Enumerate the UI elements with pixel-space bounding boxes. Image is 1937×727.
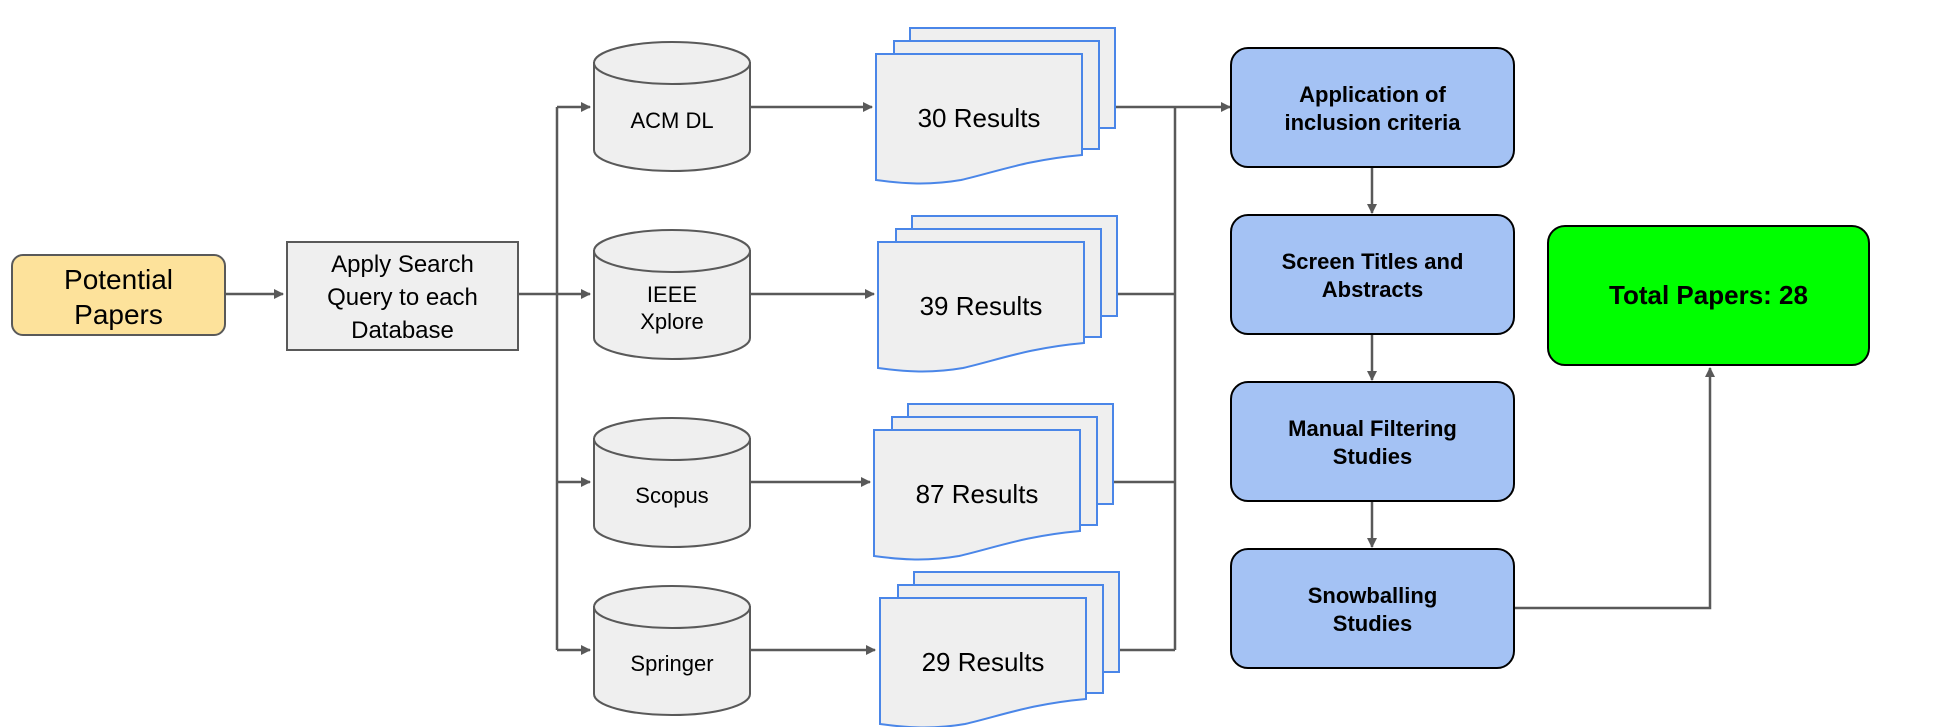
database-springer: Springer <box>593 585 751 716</box>
potential-papers-label-line1: Potential <box>64 264 173 295</box>
step-inclusion-label-line1: Application of <box>1299 82 1446 107</box>
results-scopus-label: 87 Results <box>916 479 1039 509</box>
results-acm-dl: 30 Results <box>875 27 1116 185</box>
database-scopus: Scopus <box>593 417 751 548</box>
database-ieee-label-line2: Xplore <box>640 309 704 334</box>
step-snowballing-label-line1: Snowballing <box>1308 583 1438 608</box>
database-springer-label: Springer <box>630 651 713 676</box>
total-papers-node: Total Papers: 28 <box>1547 225 1870 366</box>
database-acm-dl-label: ACM DL <box>630 108 713 133</box>
database-acm-dl: ACM DL <box>593 41 751 172</box>
connectors <box>225 102 1715 655</box>
database-ieee-xplore: IEEE Xplore <box>593 229 751 360</box>
step-screen-label-line1: Screen Titles and <box>1282 249 1464 274</box>
apply-search-label-line3: Database <box>351 317 454 344</box>
step-manual-label-line2: Studies <box>1333 444 1412 469</box>
arrow-snowballing-to-total <box>1514 367 1715 610</box>
potential-papers-node: Potential Papers <box>11 254 226 336</box>
step-manual-filtering: Manual Filtering Studies <box>1230 381 1515 502</box>
database-ieee-label-line1: IEEE <box>647 282 697 307</box>
results-acm-dl-label: 30 Results <box>918 103 1041 133</box>
apply-search-node: Apply Search Query to each Database <box>286 241 519 351</box>
results-ieee-label: 39 Results <box>920 291 1043 321</box>
results-scopus: 87 Results <box>873 403 1114 561</box>
step-manual-label-line1: Manual Filtering <box>1288 416 1457 441</box>
total-papers-label: Total Papers: 28 <box>1609 280 1808 310</box>
step-snowballing: Snowballing Studies <box>1230 548 1515 669</box>
apply-search-label-line1: Apply Search <box>331 251 474 278</box>
step-screen-label-line2: Abstracts <box>1322 277 1423 302</box>
step-snowballing-label-line2: Studies <box>1333 611 1412 636</box>
step-inclusion-criteria: Application of inclusion criteria <box>1230 47 1515 168</box>
database-scopus-label: Scopus <box>635 483 708 508</box>
potential-papers-label-line2: Papers <box>74 299 163 330</box>
results-springer-label: 29 Results <box>922 647 1045 677</box>
results-springer: 29 Results <box>879 571 1120 727</box>
step-inclusion-label-line2: inclusion criteria <box>1284 110 1461 135</box>
step-screen-titles: Screen Titles and Abstracts <box>1230 214 1515 335</box>
apply-search-label-line2: Query to each <box>327 284 478 311</box>
results-ieee-xplore: 39 Results <box>877 215 1118 373</box>
